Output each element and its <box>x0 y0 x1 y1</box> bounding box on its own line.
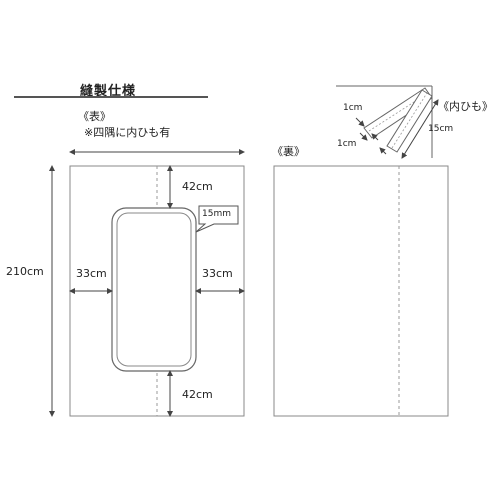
front-note: ※四隅に内ひも有 <box>84 126 171 139</box>
back-panel <box>273 165 449 417</box>
bottom-margin-label: 42cm <box>182 388 213 401</box>
top-margin-label: 42cm <box>182 180 213 193</box>
inner-tie-heading: 《内ひも》 <box>438 100 493 113</box>
tie-length-label: 15cm <box>428 124 454 134</box>
page-title: 縫製仕様 <box>80 84 137 99</box>
title-underline <box>14 96 208 98</box>
left-margin-label: 33cm <box>76 267 107 280</box>
back-heading: 《裏》 <box>272 145 305 158</box>
right-margin-label: 33cm <box>202 267 233 280</box>
inner-tie-illustration <box>336 85 439 159</box>
front-heading: 《表》 <box>78 110 111 123</box>
tie-width-top-label: 1cm <box>343 103 363 113</box>
corner-callout <box>195 205 239 233</box>
tie-width-bottom-label: 1cm <box>337 139 357 149</box>
height-label: 210cm <box>6 265 44 278</box>
corner-radius-label: 15mm <box>202 209 231 219</box>
